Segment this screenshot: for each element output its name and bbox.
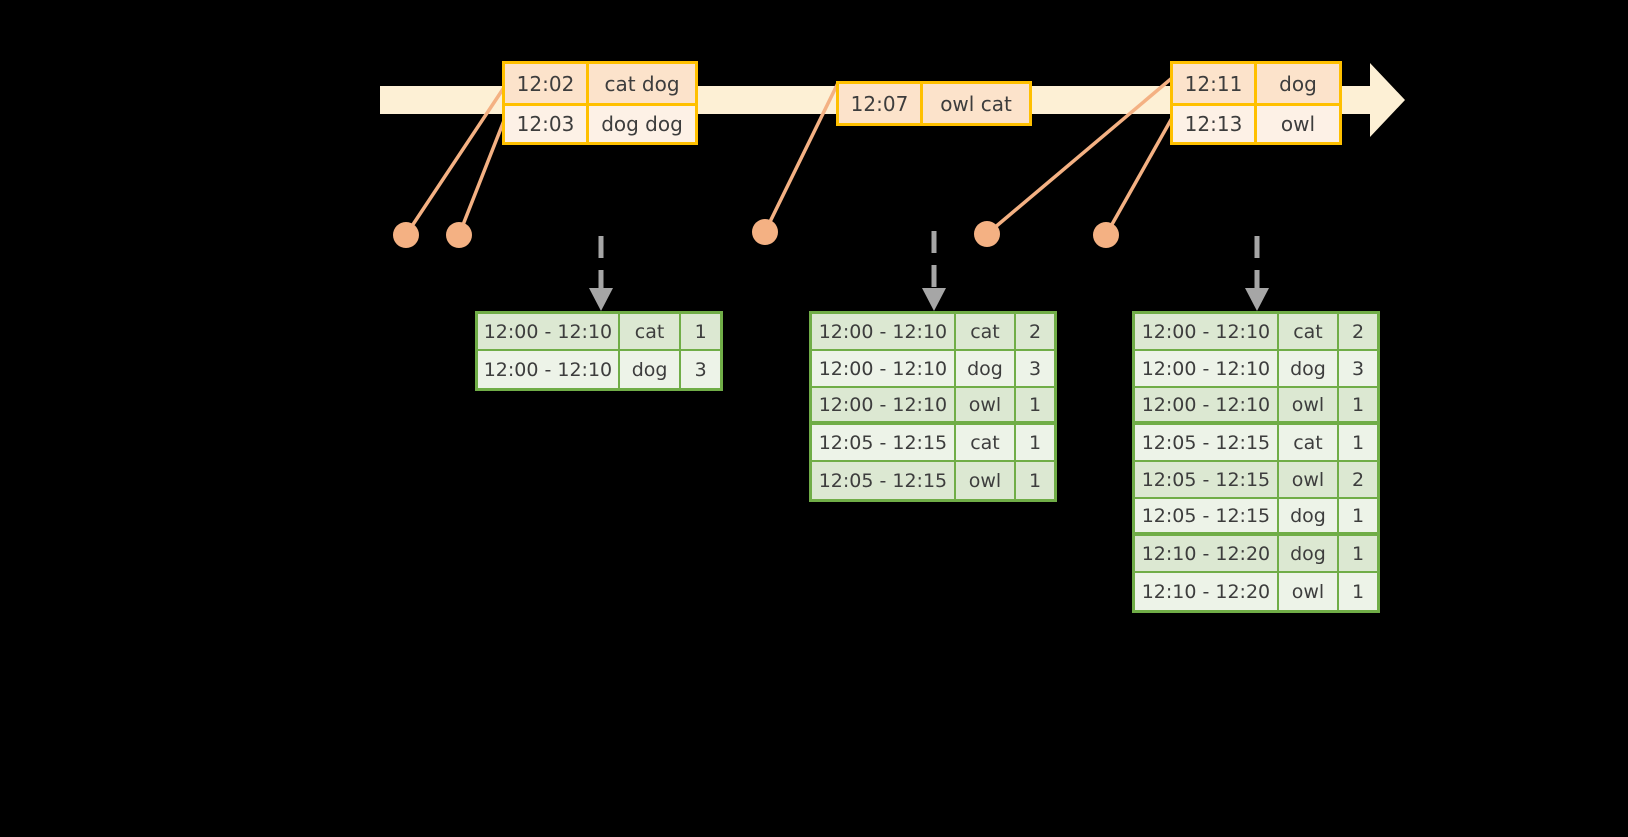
event-time: 12:11 [1173, 64, 1257, 103]
event-group-3[interactable]: 12:11 dog 12:13 owl [1170, 61, 1342, 145]
event-row[interactable]: 12:02 cat dog [505, 64, 695, 103]
event-words: dog [1279, 71, 1317, 96]
cell-word: dog [620, 351, 682, 388]
table-row[interactable]: 12:05 - 12:15 owl 1 [812, 462, 1054, 499]
result-table-2[interactable]: 12:00 - 12:10 cat 2 12:00 - 12:10 dog 3 … [809, 311, 1057, 502]
event-row[interactable]: 12:03 dog dog [505, 103, 695, 142]
cell-window: 12:00 - 12:10 [478, 351, 620, 388]
cell-word: dog [956, 351, 1017, 386]
cell-word: cat [956, 314, 1017, 349]
event-row[interactable]: 12:07 owl cat [839, 84, 1029, 123]
cell-count: 1 [1029, 393, 1042, 416]
event-time: 12:07 [839, 84, 923, 123]
dashed-arrow-head-2 [922, 288, 946, 311]
connector-dots [393, 219, 1119, 248]
cell-window: 12:00 - 12:10 [1135, 351, 1279, 386]
dashed-arrow-heads [589, 288, 1269, 311]
event-time: 12:02 [505, 64, 589, 103]
dashed-arrow-head-3 [1245, 288, 1269, 311]
cell-window: 12:05 - 12:15 [812, 425, 956, 460]
table-row[interactable]: 12:00 - 12:10 cat 1 [478, 314, 720, 351]
cell-word: owl [956, 462, 1017, 499]
cell-word: dog [1279, 351, 1340, 386]
table-row[interactable]: 12:05 - 12:15 cat 1 [812, 425, 1054, 462]
cell-window: 12:05 - 12:15 [1135, 462, 1279, 497]
cell-count: 3 [1352, 357, 1365, 380]
connector-dot-4 [974, 221, 1000, 247]
table-row[interactable]: 12:00 - 12:10 owl 1 [1135, 388, 1377, 425]
connector-dot-5 [1093, 222, 1119, 248]
cell-window: 12:00 - 12:10 [1135, 388, 1279, 421]
cell-count: 2 [1352, 320, 1365, 343]
cell-count: 1 [1352, 542, 1365, 565]
cell-word: cat [1279, 425, 1340, 460]
table-row[interactable]: 12:00 - 12:10 cat 2 [1135, 314, 1377, 351]
event-words: dog dog [601, 112, 683, 136]
cell-word: cat [956, 425, 1017, 460]
cell-count: 1 [1029, 469, 1042, 492]
dashed-arrow-head-1 [589, 288, 613, 311]
cell-count: 1 [1352, 580, 1365, 603]
connector-line-2 [457, 117, 507, 236]
event-group-2[interactable]: 12:07 owl cat [836, 81, 1032, 126]
cell-word: owl [956, 388, 1017, 421]
cell-window: 12:00 - 12:10 [812, 314, 956, 349]
connector-dot-3 [752, 219, 778, 245]
table-row[interactable]: 12:10 - 12:20 dog 1 [1135, 536, 1377, 573]
event-time: 12:13 [1173, 106, 1257, 142]
connector-dot-2 [446, 222, 472, 248]
cell-count: 3 [1029, 357, 1042, 380]
event-row[interactable]: 12:13 owl [1173, 103, 1339, 142]
event-group-1[interactable]: 12:02 cat dog 12:03 dog dog [502, 61, 698, 145]
cell-window: 12:00 - 12:10 [478, 314, 620, 349]
connector-line-3 [763, 82, 840, 233]
cell-window: 12:10 - 12:20 [1135, 573, 1279, 610]
cell-word: dog [1279, 499, 1340, 532]
cell-word: cat [620, 314, 682, 349]
event-words: owl cat [940, 91, 1012, 116]
cell-window: 12:00 - 12:10 [1135, 314, 1279, 349]
table-row[interactable]: 12:00 - 12:10 owl 1 [812, 388, 1054, 425]
cell-word: owl [1279, 462, 1340, 497]
table-row[interactable]: 12:05 - 12:15 dog 1 [1135, 499, 1377, 536]
cell-word: owl [1279, 573, 1340, 610]
table-row[interactable]: 12:00 - 12:10 dog 3 [478, 351, 720, 388]
result-table-3[interactable]: 12:00 - 12:10 cat 2 12:00 - 12:10 dog 3 … [1132, 311, 1380, 613]
cell-count: 1 [1352, 504, 1365, 527]
cell-count: 1 [694, 320, 707, 343]
table-row[interactable]: 12:10 - 12:20 owl 1 [1135, 573, 1377, 610]
cell-window: 12:00 - 12:10 [812, 388, 956, 421]
connector-dot-1 [393, 222, 419, 248]
cell-count: 1 [1029, 431, 1042, 454]
cell-count: 1 [1352, 431, 1365, 454]
cell-window: 12:10 - 12:20 [1135, 536, 1279, 571]
cell-window: 12:05 - 12:15 [812, 462, 956, 499]
cell-count: 2 [1352, 468, 1365, 491]
cell-word: cat [1279, 314, 1340, 349]
cell-window: 12:00 - 12:10 [812, 351, 956, 386]
cell-window: 12:05 - 12:15 [1135, 425, 1279, 460]
table-row[interactable]: 12:00 - 12:10 dog 3 [812, 351, 1054, 388]
table-row[interactable]: 12:05 - 12:15 cat 1 [1135, 425, 1377, 462]
dashed-arrows [598, 231, 1260, 288]
table-row[interactable]: 12:00 - 12:10 cat 2 [812, 314, 1054, 351]
table-row[interactable]: 12:00 - 12:10 dog 3 [1135, 351, 1377, 388]
cell-count: 2 [1029, 320, 1042, 343]
cell-word: dog [1279, 536, 1340, 571]
event-words: cat dog [604, 71, 680, 96]
event-time: 12:03 [505, 106, 589, 142]
event-row[interactable]: 12:11 dog [1173, 64, 1339, 103]
connector-line-1 [404, 85, 507, 236]
result-table-1[interactable]: 12:00 - 12:10 cat 1 12:00 - 12:10 dog 3 [475, 311, 723, 391]
cell-window: 12:05 - 12:15 [1135, 499, 1279, 532]
event-words: owl [1280, 112, 1316, 136]
connector-line-5 [1104, 117, 1174, 236]
table-row[interactable]: 12:05 - 12:15 owl 2 [1135, 462, 1377, 499]
cell-word: owl [1279, 388, 1340, 421]
cell-count: 3 [694, 358, 707, 381]
cell-count: 1 [1352, 393, 1365, 416]
